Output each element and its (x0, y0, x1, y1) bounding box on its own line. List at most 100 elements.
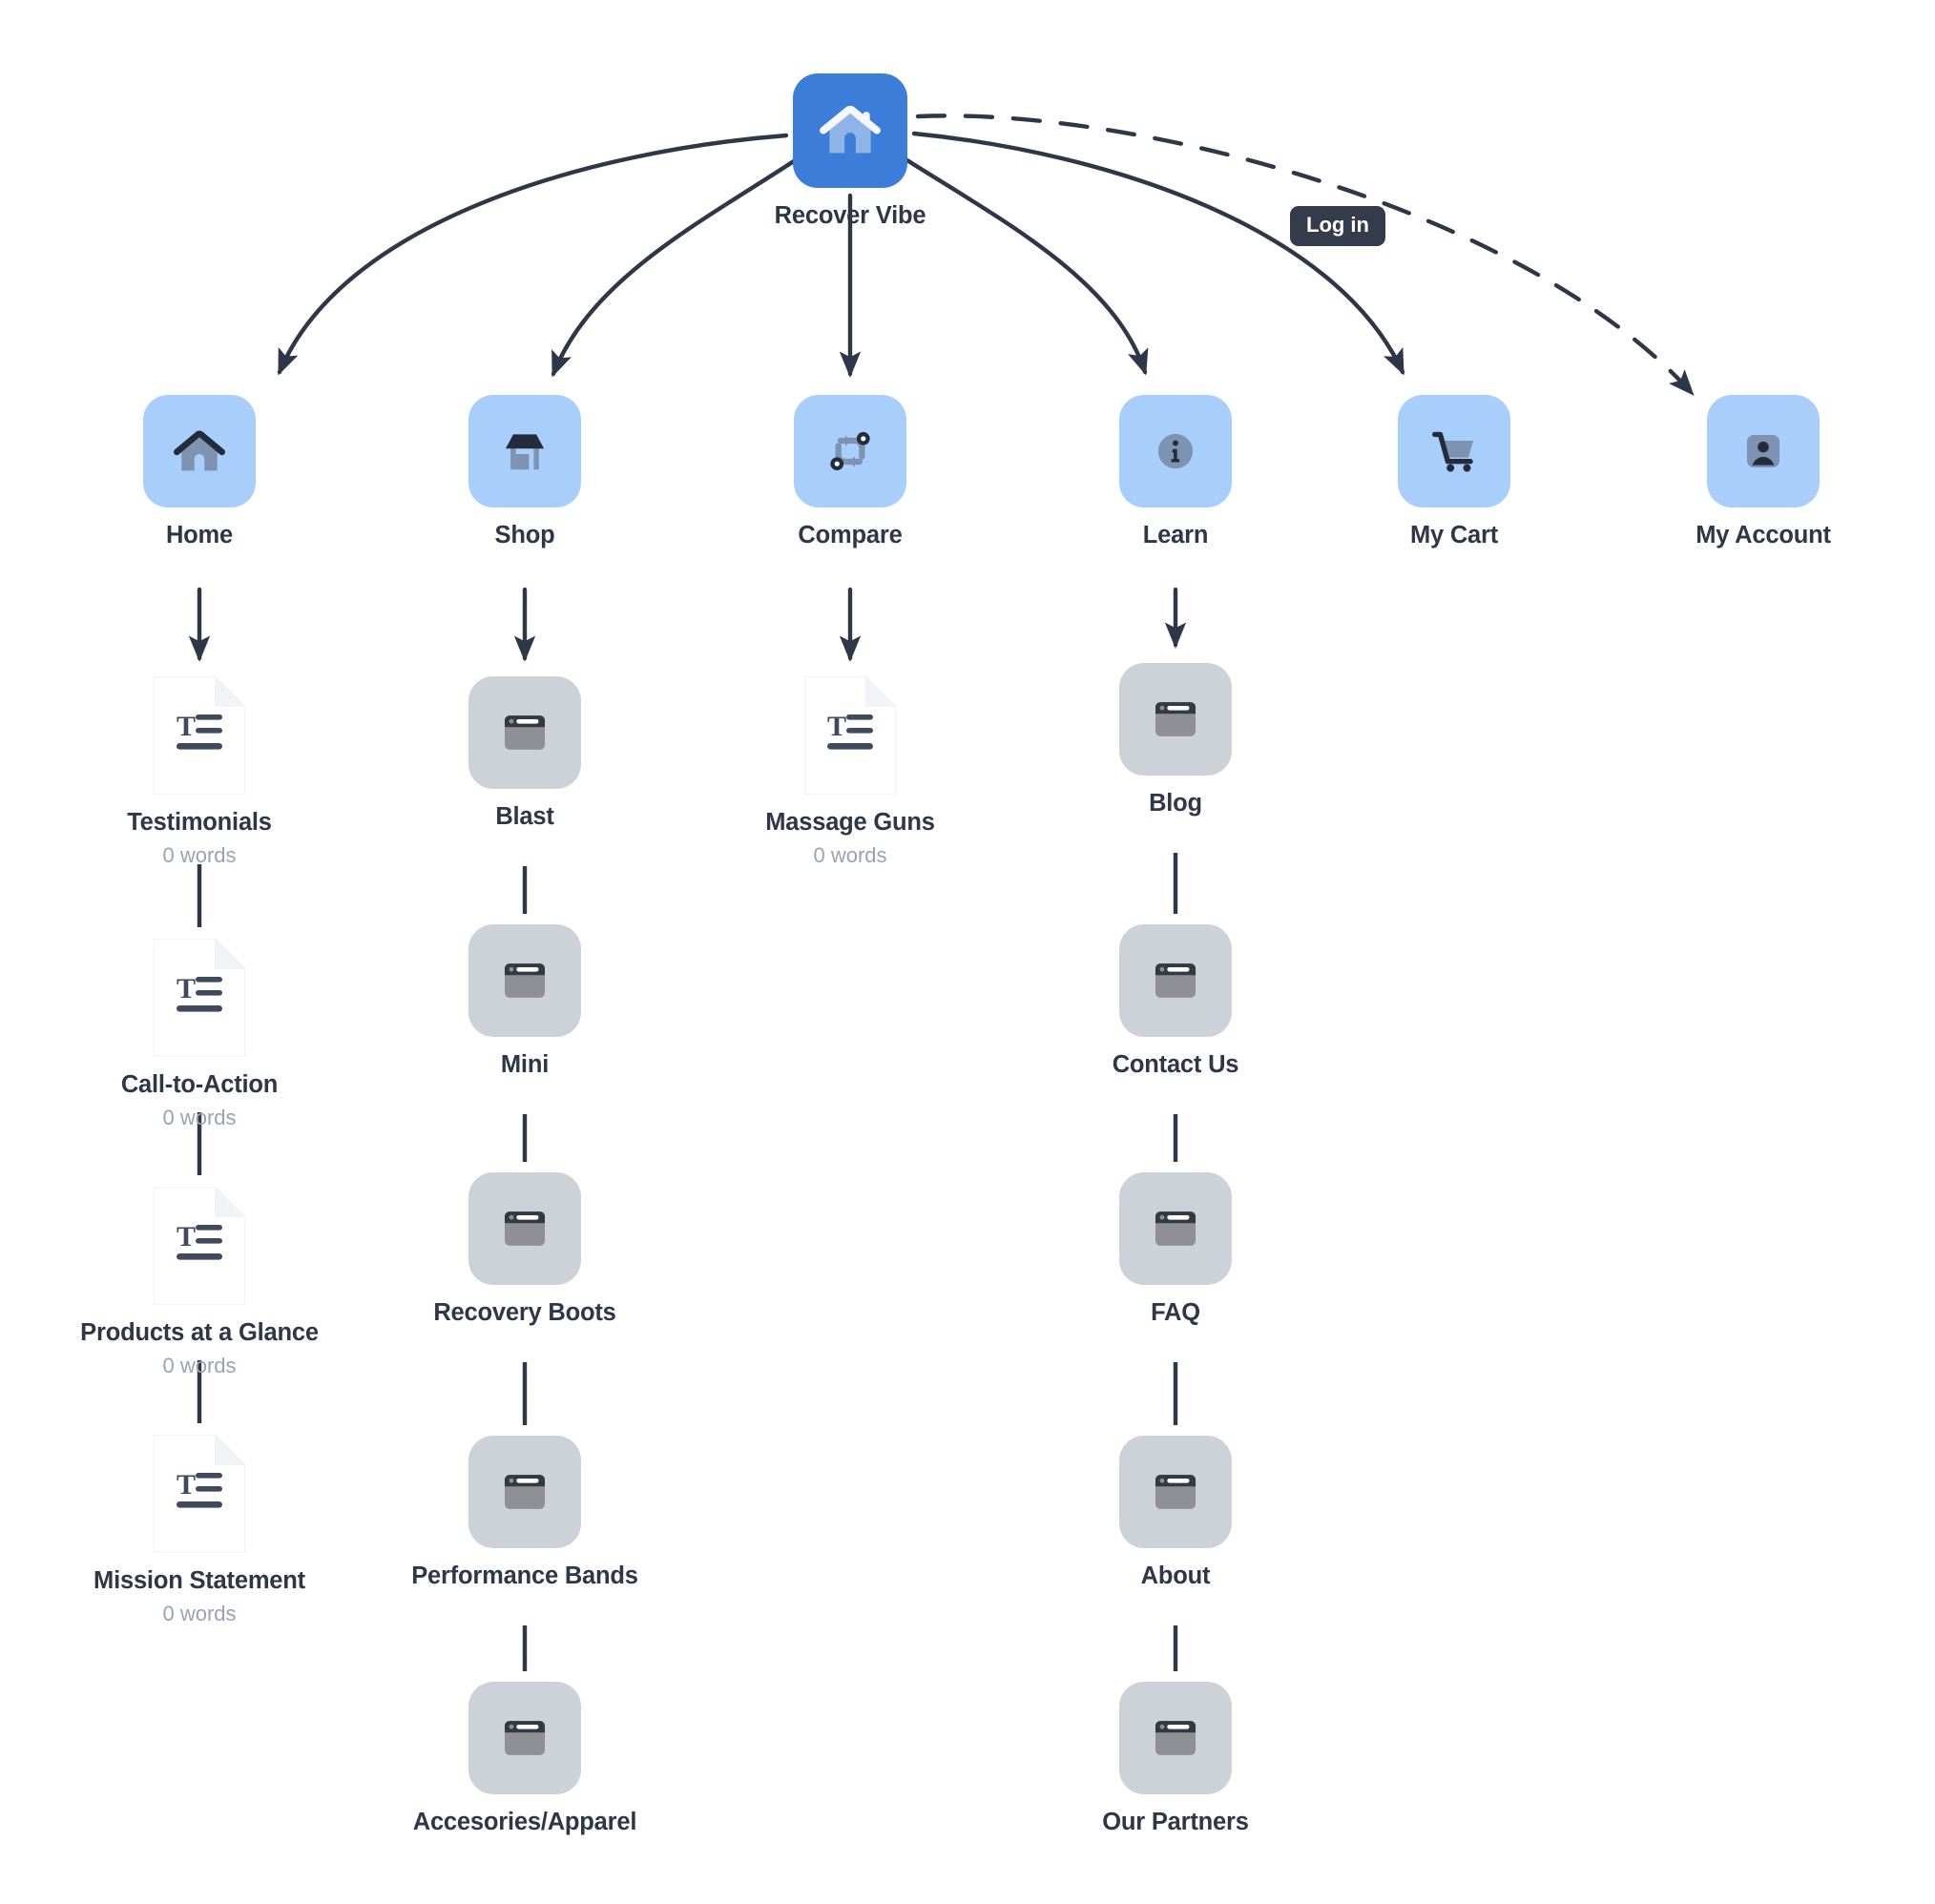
node-call-to-action[interactable]: T Call-to-Action 0 words (37, 939, 362, 1129)
node-my-account[interactable]: My Account (1601, 395, 1925, 548)
page-tile[interactable] (468, 1172, 581, 1285)
node-contact-us[interactable]: Contact Us (1013, 924, 1338, 1078)
page-tile[interactable] (468, 1682, 581, 1794)
node-label: Blog (1149, 790, 1202, 817)
document-icon: T (154, 676, 245, 795)
doc-tile[interactable]: T (154, 1435, 245, 1553)
node-massage-guns[interactable]: T Massage Guns 0 words (688, 676, 1012, 867)
node-label: Massage Guns (765, 809, 935, 836)
window-icon (1155, 963, 1196, 998)
doc-tile[interactable]: T (154, 676, 245, 795)
doc-tile[interactable]: T (154, 939, 245, 1057)
node-learn[interactable]: Learn (1013, 395, 1338, 548)
node-label: Compare (798, 522, 903, 548)
node-label: My Cart (1409, 522, 1499, 548)
document-icon: T (154, 1187, 245, 1305)
doc-tile[interactable]: T (154, 1187, 245, 1305)
node-label: Contact Us (1112, 1051, 1239, 1078)
page-tile[interactable] (1119, 1172, 1232, 1285)
page-tile[interactable] (468, 924, 581, 1037)
login-edge-badge[interactable]: Log in (1290, 206, 1385, 246)
page-tile[interactable] (1119, 1436, 1232, 1548)
home-icon (820, 105, 881, 154)
svg-text:T: T (177, 1221, 196, 1252)
section-tile[interactable] (1398, 395, 1510, 507)
node-performance-bands[interactable]: Performance Bands (363, 1436, 687, 1589)
node-label: Shop (494, 522, 555, 548)
page-tile[interactable] (468, 676, 581, 789)
node-faq[interactable]: FAQ (1013, 1172, 1338, 1326)
node-label: Performance Bands (411, 1563, 638, 1589)
page-tile[interactable] (1119, 1682, 1232, 1794)
node-recovery-boots[interactable]: Recovery Boots (363, 1172, 687, 1326)
node-blog[interactable]: Blog (1013, 663, 1338, 817)
info-icon (1157, 433, 1194, 469)
word-count: 0 words (162, 1354, 237, 1378)
section-tile[interactable] (1707, 395, 1820, 507)
node-label: Mission Statement (94, 1567, 305, 1594)
section-tile[interactable] (794, 395, 906, 507)
node-shop[interactable]: Shop (363, 395, 687, 548)
node-label: Products at a Glance (80, 1319, 319, 1346)
node-about[interactable]: About (1013, 1436, 1338, 1589)
doc-tile[interactable]: T (804, 676, 896, 795)
node-my-cart[interactable]: My Cart (1292, 395, 1616, 548)
window-icon (1155, 702, 1196, 736)
edge-root-myaccount (915, 114, 1695, 396)
node-mini[interactable]: Mini (363, 924, 687, 1078)
node-blast[interactable]: Blast (363, 676, 687, 830)
window-icon (504, 1721, 546, 1755)
node-label: My Account (1696, 522, 1831, 548)
window-icon (504, 963, 546, 998)
node-label: Recovery Boots (433, 1299, 616, 1326)
node-label: Blast (495, 803, 554, 830)
node-label: Testimonials (127, 809, 272, 836)
node-products-at-a-glance[interactable]: T Products at a Glance 0 words (37, 1187, 362, 1377)
page-tile[interactable] (1119, 924, 1232, 1037)
compare-icon (830, 431, 870, 471)
node-accesories-apparel[interactable]: Accesories/Apparel (363, 1682, 687, 1835)
window-icon (504, 1211, 546, 1246)
section-tile[interactable] (143, 395, 256, 507)
root-tile[interactable] (793, 73, 907, 188)
node-label: About (1140, 1563, 1211, 1589)
node-recover-vibe[interactable]: Recover Vibe (688, 73, 1012, 229)
node-label: Our Partners (1102, 1809, 1249, 1835)
node-label: Home (165, 522, 234, 548)
svg-text:T: T (177, 711, 196, 742)
node-label: Call-to-Action (120, 1071, 279, 1098)
svg-text:T: T (177, 1469, 196, 1500)
node-mission-statement[interactable]: T Mission Statement 0 words (37, 1435, 362, 1625)
section-tile[interactable] (1119, 395, 1232, 507)
word-count: 0 words (162, 843, 237, 868)
word-count: 0 words (813, 843, 887, 868)
node-testimonials[interactable]: T Testimonials 0 words (37, 676, 362, 867)
page-tile[interactable] (468, 1436, 581, 1548)
document-icon: T (154, 1435, 245, 1553)
home-icon (174, 430, 225, 471)
window-icon (1155, 1475, 1196, 1509)
section-tile[interactable] (468, 395, 581, 507)
node-compare[interactable]: Compare (688, 395, 1012, 548)
node-home[interactable]: Home (37, 395, 362, 548)
cart-icon (1431, 431, 1474, 472)
window-icon (504, 1475, 546, 1509)
window-icon (504, 715, 546, 750)
node-label: Accesories/Apparel (412, 1809, 637, 1835)
document-icon: T (154, 939, 245, 1057)
word-count: 0 words (162, 1106, 237, 1130)
store-icon (505, 434, 545, 470)
node-label: FAQ (1151, 1299, 1200, 1326)
word-count: 0 words (162, 1602, 237, 1626)
document-icon: T (804, 676, 896, 795)
page-tile[interactable] (1119, 663, 1232, 776)
node-label: Mini (500, 1051, 550, 1078)
node-label: Learn (1142, 522, 1209, 548)
account-icon (1746, 434, 1780, 468)
window-icon (1155, 1721, 1196, 1755)
svg-text:T: T (827, 711, 846, 742)
node-label: Recover Vibe (774, 202, 926, 229)
node-our-partners[interactable]: Our Partners (1013, 1682, 1338, 1835)
svg-text:T: T (177, 973, 196, 1004)
